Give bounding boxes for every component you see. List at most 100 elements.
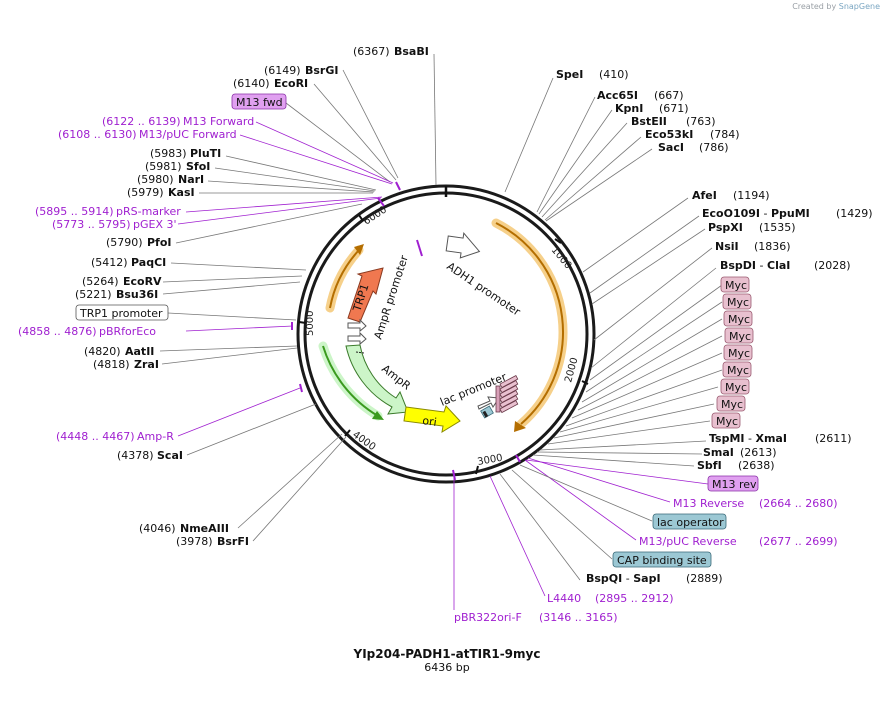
pbr322orif-primer[interactable]: pBR322ori-F(3146 .. 3165) xyxy=(454,611,618,624)
amp-r-primer[interactable]: (4448 .. 4467)Amp-R xyxy=(56,430,174,443)
leader-lac-operator xyxy=(519,464,653,522)
myc-box-8-label: Myc xyxy=(721,398,743,411)
site-bsteii[interactable]: BstEII(763) xyxy=(631,115,716,128)
site-kpni-name: KpnI xyxy=(615,102,643,115)
primer-mark-pbr322 xyxy=(452,469,456,481)
site-pspxi[interactable]: PspXI(1535) xyxy=(708,221,796,234)
m13puc-forward-primer[interactable]: (6108 .. 6130)M13/pUC Forward xyxy=(58,128,237,141)
cap-binding-site-box[interactable]: CAP binding site xyxy=(612,551,712,568)
trp1-promoter-label: TRP1 promoter xyxy=(79,307,163,320)
leader-bspqi xyxy=(499,473,581,581)
myc-box-1[interactable]: Myc xyxy=(720,276,750,293)
myc-box-8[interactable]: Myc xyxy=(716,395,746,412)
prs-marker-primer[interactable]: (5895 .. 5914)pRS-marker xyxy=(35,205,181,218)
site-paqci[interactable]: (5412)PaqCI xyxy=(91,256,166,269)
myc-box-9[interactable]: Myc xyxy=(711,412,741,429)
site-scai[interactable]: (4378)ScaI xyxy=(117,449,183,462)
myc-box-2[interactable]: Myc xyxy=(722,293,752,310)
site-bsrgi[interactable]: (6149)BsrGI xyxy=(264,64,338,77)
tick-6000 xyxy=(358,214,364,222)
site-bspdi-clai[interactable]: BspDI - ClaI (2028) xyxy=(720,259,851,272)
myc-box-7[interactable]: Myc xyxy=(720,378,750,395)
myc-box-3[interactable]: Myc xyxy=(723,310,753,327)
site-aatii[interactable]: (4820)AatII xyxy=(84,345,154,358)
m13-rev-box[interactable]: M13 rev xyxy=(707,475,759,492)
leader-m13fwd-box xyxy=(285,102,391,183)
site-bsabi[interactable]: (6367) BsaBI xyxy=(353,45,429,58)
site-bsu36i[interactable]: (5221)Bsu36I xyxy=(75,288,158,301)
leader-l4440 xyxy=(489,475,546,597)
site-nari[interactable]: (5980)NarI xyxy=(137,173,204,186)
primer-mark-top-left xyxy=(377,197,385,207)
leader-pluti xyxy=(225,155,377,191)
tick-label-3000: 3000 xyxy=(477,453,504,468)
m13-fwd-label: M13 fwd xyxy=(236,96,283,109)
site-ecori[interactable]: (6140)EcoRI xyxy=(233,77,308,90)
site-saci-pos: (786) xyxy=(699,141,729,154)
site-bsu36i-pos: (5221) xyxy=(75,288,112,301)
site-bspqi-sapi[interactable]: BspQI - SapI (2889) xyxy=(586,572,723,585)
site-paqci-pos: (5412) xyxy=(91,256,128,269)
site-afei-pos: (1194) xyxy=(733,189,770,202)
right-feature-labels: M13 rev M13 Reverse(2664 .. 2680) lac op… xyxy=(454,475,838,624)
site-sapi-name: SapI xyxy=(633,572,660,585)
site-pfoi[interactable]: (5790)PfoI xyxy=(106,236,172,249)
site-ecori-name: EcoRI xyxy=(274,77,308,90)
site-ecorv[interactable]: (5264)EcoRV xyxy=(82,275,162,288)
site-eco53ki-pos: (784) xyxy=(710,128,740,141)
leader-ecori xyxy=(313,83,397,181)
myc-tag-stack xyxy=(495,375,519,414)
site-bspdi-pos: (2028) xyxy=(814,259,851,272)
site-kpni[interactable]: KpnI(671) xyxy=(615,102,689,115)
ampr-promoter-arrow xyxy=(347,318,367,333)
myc-box-5-label: Myc xyxy=(728,347,750,360)
site-acc65i-name: Acc65I xyxy=(597,89,638,102)
site-kasi[interactable]: (5979)KasI xyxy=(127,186,195,199)
site-nmeaiii-pos: (4046) xyxy=(139,522,176,535)
site-zrai[interactable]: (4818)ZraI xyxy=(93,358,159,371)
site-afei[interactable]: AfeI (1194) xyxy=(692,189,770,202)
pgex3-range: (5773 .. 5795) xyxy=(52,218,131,231)
tick-label-5000: 5000 xyxy=(305,311,316,336)
site-afei-name: AfeI xyxy=(692,189,717,202)
site-pluti[interactable]: (5983)PluTI xyxy=(150,147,221,160)
myc-box-6[interactable]: Myc xyxy=(722,361,752,378)
site-nmeaiii[interactable]: (4046)NmeAIII xyxy=(139,522,229,535)
l4440-primer[interactable]: L4440(2895 .. 2912) xyxy=(547,592,674,605)
site-kasi-pos: (5979) xyxy=(127,186,164,199)
myc-box-5[interactable]: Myc xyxy=(723,344,753,361)
pbrforeco-primer[interactable]: (4858 .. 4876)pBRforEco xyxy=(18,325,156,338)
site-sbfi[interactable]: SbfI(2638) xyxy=(697,459,775,472)
lac-operator-label: lac operator xyxy=(657,516,724,529)
l4440-name: L4440 xyxy=(547,592,581,605)
lac-operator-box[interactable]: lac operator xyxy=(652,513,727,530)
m13-reverse-primer[interactable]: M13 Reverse(2664 .. 2680) xyxy=(673,497,838,510)
leader-prs-marker xyxy=(185,196,383,213)
map-caption: YIp204-PADH1-atTIR1-9myc 6436 bp xyxy=(353,647,541,674)
pgex3-primer[interactable]: (5773 .. 5795)pGEX 3' xyxy=(52,218,177,231)
site-tspmi-xmai[interactable]: TspMI - XmaI (2611) xyxy=(709,432,852,445)
myc-box-4[interactable]: Myc xyxy=(724,327,754,344)
site-spei[interactable]: SpeI(410) xyxy=(556,68,629,81)
lac-promoter-arrow xyxy=(477,396,500,410)
site-smai[interactable]: SmaI(2613) xyxy=(703,446,777,459)
site-eco53ki[interactable]: Eco53kI(784) xyxy=(645,128,740,141)
leader-paqci xyxy=(170,262,307,271)
site-bspqi-row: BspQI - SapI xyxy=(586,572,661,585)
leader-sfoi xyxy=(214,167,376,192)
site-nsii-name: NsiI xyxy=(715,240,739,253)
site-ecoo109i-ppumi[interactable]: EcoO109I - PpuMI (1429) xyxy=(702,207,873,220)
site-saci[interactable]: SacI(786) xyxy=(658,141,729,154)
m13-fwd-box[interactable]: M13 fwd xyxy=(231,93,287,110)
site-bsrfi[interactable]: (3978)BsrFI xyxy=(176,535,249,548)
m13-forward-primer[interactable]: (6122 .. 6139)M13 Forward xyxy=(102,115,254,128)
site-bsrgi-pos: (6149) xyxy=(264,64,301,77)
trp1-promoter-box[interactable]: TRP1 promoter xyxy=(75,304,169,321)
site-sfoi[interactable]: (5981)SfoI xyxy=(145,160,210,173)
cap-binding-site-label: CAP binding site xyxy=(617,554,707,567)
site-nsii[interactable]: NsiI(1836) xyxy=(715,240,791,253)
m13puc-reverse-primer[interactable]: M13/pUC Reverse(2677 .. 2699) xyxy=(639,535,838,548)
site-nari-name: NarI xyxy=(178,173,204,186)
myc-box-1-label: Myc xyxy=(725,279,747,292)
site-acc65i[interactable]: Acc65I(667) xyxy=(597,89,684,102)
